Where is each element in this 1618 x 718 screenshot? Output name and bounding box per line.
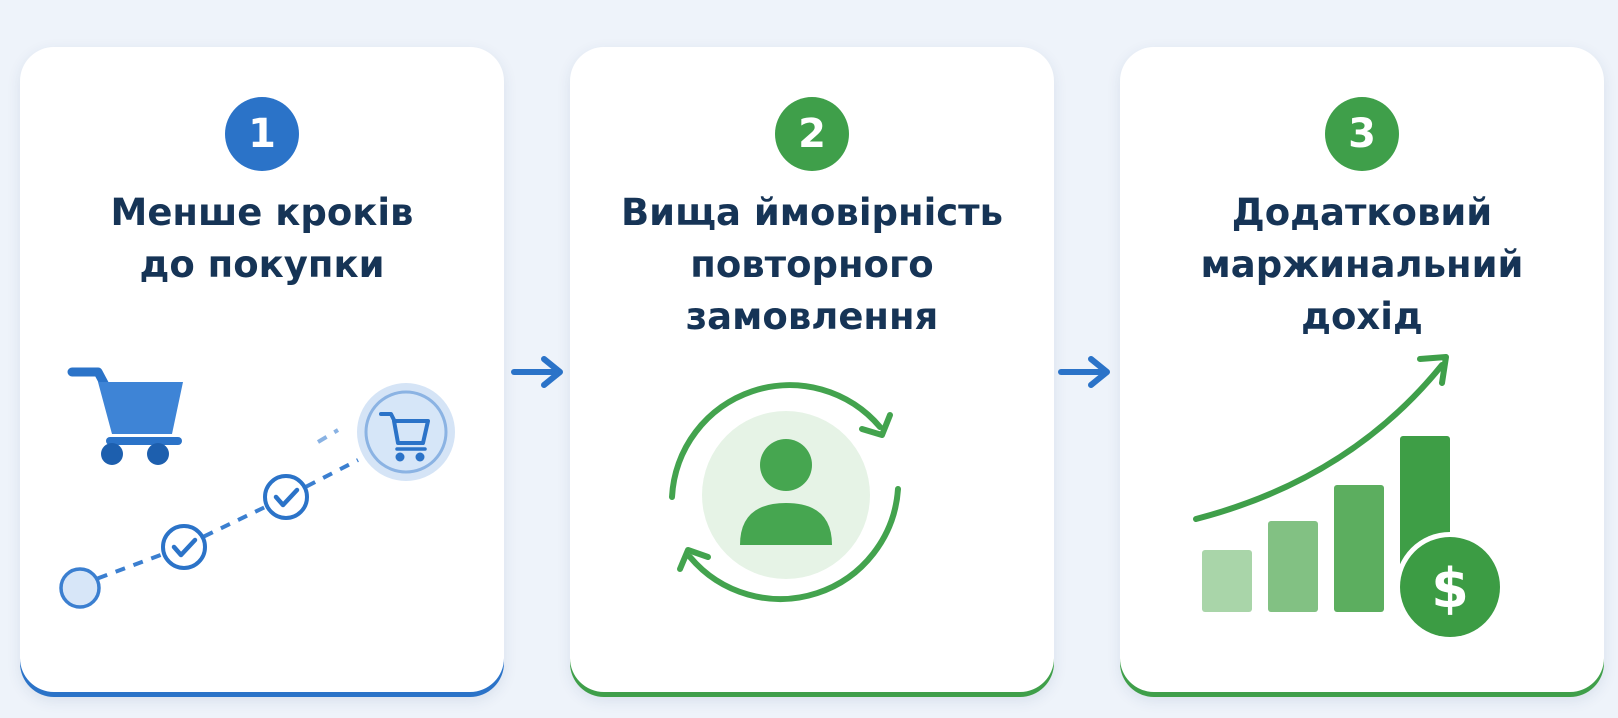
user-icon xyxy=(740,439,832,545)
step-card-1: 1 Менше кроків до покупки xyxy=(20,47,504,697)
arrow-right-icon xyxy=(511,356,563,388)
step-title-line: Додатковий xyxy=(1231,191,1493,234)
step-title-line: маржинальний xyxy=(1200,243,1524,286)
svg-text:$: $ xyxy=(1431,557,1469,620)
checkmark-icon xyxy=(161,524,207,570)
step-title: Вища ймовірність повторного замовлення xyxy=(590,187,1034,343)
step-path xyxy=(79,428,359,587)
step-title-line: Менше кроків xyxy=(110,191,414,234)
fewer-steps-illustration xyxy=(59,367,455,609)
step-card-3: 3 Додатковий маржинальний дохід $ xyxy=(1120,47,1604,697)
shopping-cart-icon xyxy=(357,383,455,481)
step-number-badge: 1 xyxy=(225,97,299,171)
dollar-coin-icon: $ xyxy=(1395,532,1505,642)
step-title-line: Вища ймовірність xyxy=(620,191,1004,234)
step-title-line: дохід xyxy=(1301,295,1423,338)
checkmark-icon xyxy=(263,474,309,520)
step-title-line: до покупки xyxy=(139,243,385,286)
step-number-badge: 2 xyxy=(775,97,849,171)
repeat-cycle-icon xyxy=(669,382,901,602)
arrow-right-icon xyxy=(1058,356,1110,388)
step-title-line: замовлення xyxy=(685,295,939,338)
user-circle xyxy=(702,411,870,579)
margin-growth-illustration: $ xyxy=(1193,354,1505,642)
growth-arrow-icon xyxy=(1193,354,1449,522)
step-title: Додатковий маржинальний дохід xyxy=(1140,187,1584,343)
start-point-icon xyxy=(59,567,101,609)
step-title-line: повторного xyxy=(690,243,934,286)
step-card-2: 2 Вища ймовірність повторного замовлення xyxy=(570,47,1054,697)
repeat-order-illustration xyxy=(669,382,901,602)
shopping-cart-icon xyxy=(67,367,183,465)
step-number-badge: 3 xyxy=(1325,97,1399,171)
step-title: Менше кроків до покупки xyxy=(40,187,484,291)
